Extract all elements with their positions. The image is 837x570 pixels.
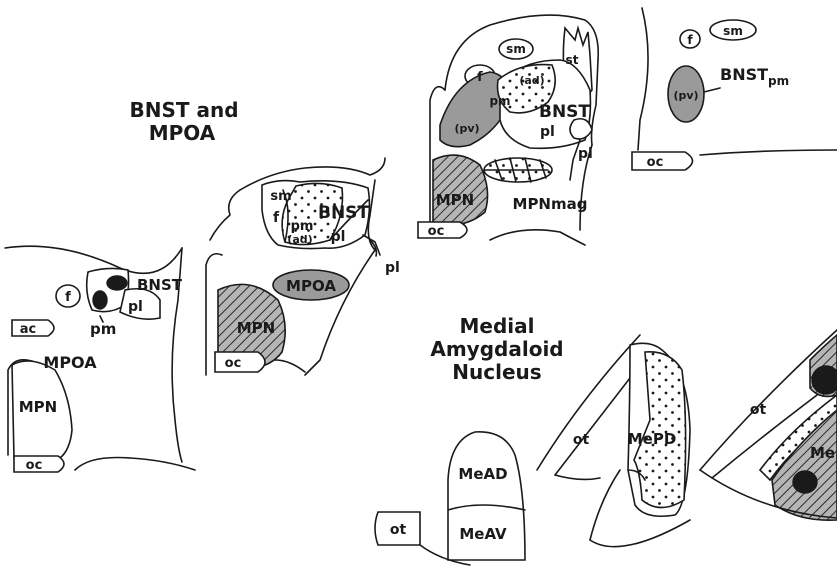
panel2-label-ad: (ad) xyxy=(287,233,312,246)
panel2-label-pm: pm xyxy=(291,219,314,234)
amygdala-label-mepd2: MePD xyxy=(810,444,837,462)
panel1-label-f: f xyxy=(65,290,71,305)
panel4-label-bnst: BNSTpm xyxy=(720,65,789,88)
panel4-label-f: f xyxy=(687,33,693,47)
amygdala-label-mead: MeAD xyxy=(458,465,507,483)
panel3-label-f: f xyxy=(477,70,483,85)
amygdala-panel-b: ot MePD xyxy=(537,335,690,547)
panel3-label-pl-out: pl xyxy=(578,146,593,162)
panel3-label-pm: pm xyxy=(489,94,510,108)
amygdala-label-meav: MeAV xyxy=(459,525,507,543)
heading-medial-line2: Amygdaloid xyxy=(430,337,563,361)
panel-3-section: sm f (ad) pm st (pv) BNST pl pl MPN MPNm… xyxy=(418,15,598,245)
amygdala-label-mepd: MePD xyxy=(628,430,677,448)
panel2-label-sm: sm xyxy=(270,189,291,204)
panel3-label-oc: oc xyxy=(428,224,445,239)
panel3-label-st: st xyxy=(566,53,579,67)
panel3-label-sm: sm xyxy=(506,42,526,56)
panel1-label-mpn: MPN xyxy=(19,398,57,416)
heading-bnst-mpoa-line2: MPOA xyxy=(149,121,216,145)
panel3-label-bnst: BNST xyxy=(539,102,590,122)
panel3-label-mpnmag: MPNmag xyxy=(513,195,588,213)
panel2-label-pl: pl xyxy=(331,229,346,245)
panel3-label-ad: (ad) xyxy=(519,74,544,87)
amygdala-label-ot3: ot xyxy=(750,402,767,418)
panel2-label-bnst: BNST xyxy=(318,203,369,223)
panel2-label-oc: oc xyxy=(225,356,242,371)
amygdala-panel-c: ot MePD xyxy=(700,330,837,520)
panel2-label-mpoa: MPOA xyxy=(286,277,336,295)
heading-bnst-mpoa-line1: BNST and xyxy=(129,98,238,122)
panel1-label-ac: ac xyxy=(20,322,36,337)
panel4-label-oc: oc xyxy=(647,155,664,170)
heading-medial-line3: Nucleus xyxy=(452,360,541,384)
panel4-label-sm: sm xyxy=(723,24,743,38)
panel2-label-f: f xyxy=(273,210,280,226)
panel-4-section: f sm BNSTpm (pv) oc xyxy=(632,8,837,170)
panel4-label-pv: (pv) xyxy=(673,89,698,102)
panel3-label-pv: (pv) xyxy=(454,122,479,135)
panel2-label-pl-out: pl xyxy=(385,260,400,276)
panel-2-section: sm f BNST pm (ad) pl pl MPOA MPN oc xyxy=(206,158,400,375)
panel3-label-pl: pl xyxy=(540,124,555,140)
panel1-label-bnst: BNST xyxy=(137,276,183,294)
amygdala-label-ot2: ot xyxy=(573,432,590,448)
panel1-label-mpoa: MPOA xyxy=(43,353,97,372)
panel1-label-oc: oc xyxy=(26,458,43,473)
panel-1-section: f BNST pl pm ac MPOA MPN oc xyxy=(5,246,195,473)
panel1-label-pl: pl xyxy=(128,299,143,315)
panel3-label-mpn: MPN xyxy=(436,191,474,209)
panel2-label-mpn: MPN xyxy=(237,319,275,337)
amygdala-panel-a: MeAD MeAV ot xyxy=(375,432,525,565)
heading-medial-line1: Medial xyxy=(460,314,535,338)
amygdala-label-ot1: ot xyxy=(390,522,407,538)
